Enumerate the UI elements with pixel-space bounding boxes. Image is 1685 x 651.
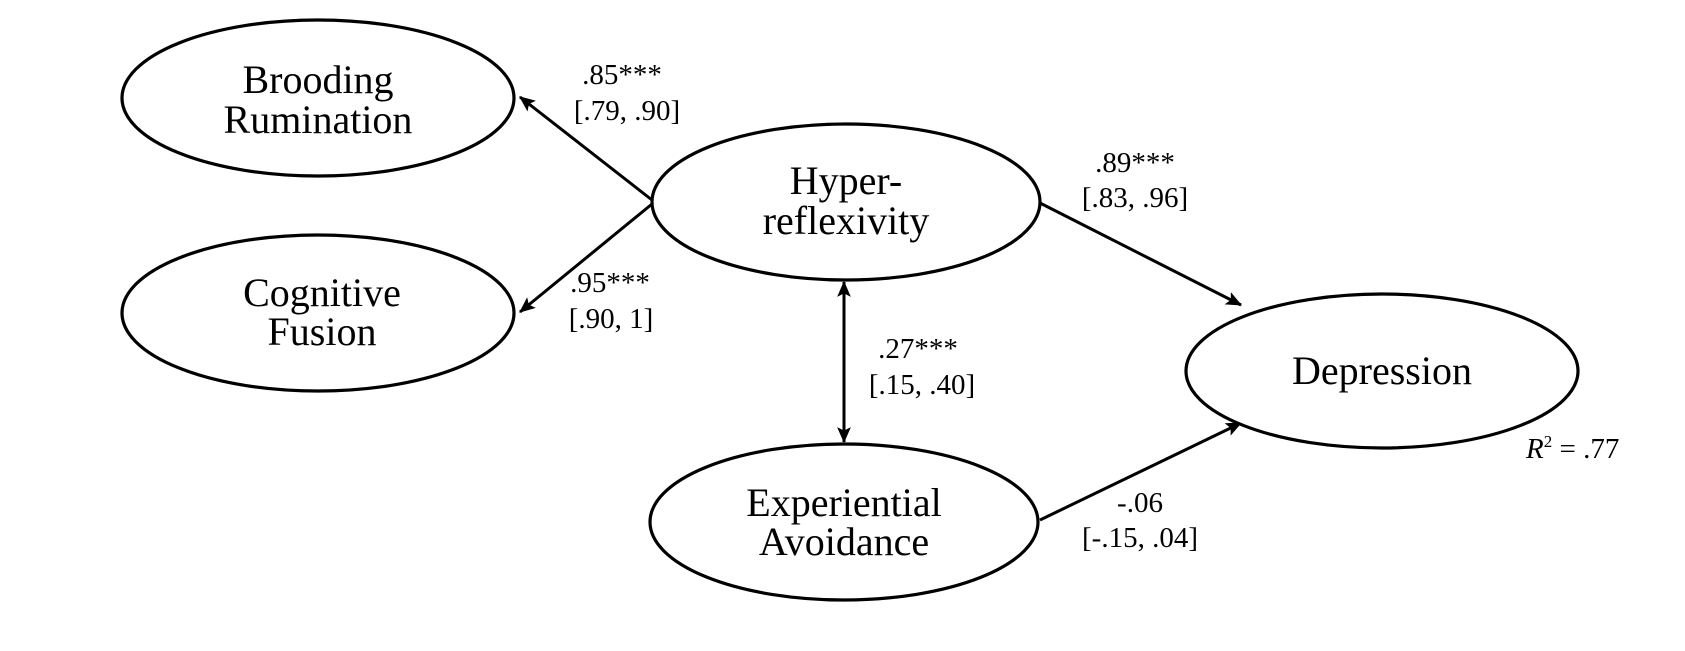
brooding-rumination-label-line1: Brooding	[242, 57, 393, 102]
r-squared-superscript: 2	[1544, 432, 1553, 451]
brooding-rumination-label-line2: Rumination	[224, 97, 413, 142]
coef-hyper-to-fusion-ci: [.90, 1]	[569, 303, 654, 335]
coef-hyper-to-depression: .89*** [.83, .96]	[1082, 147, 1188, 214]
arrow-avoidance-to-depression	[1039, 421, 1243, 522]
r-squared-label: R2 = .77	[1525, 432, 1619, 465]
coef-hyper-to-fusion-estimate: .95***	[570, 267, 650, 299]
depression-label: Depression	[1292, 348, 1472, 393]
cognitive-fusion-label-line1: Cognitive	[243, 270, 401, 315]
coef-avoidance-to-depression: -.06 [-.15, .04]	[1082, 487, 1198, 554]
arrow-hyper-to-fusion	[519, 202, 653, 314]
experiential-avoidance-label-line2: Avoidance	[759, 519, 929, 564]
arrow-hyper-to-brooding	[519, 95, 653, 202]
hyperreflexivity-ellipse	[650, 122, 1042, 282]
node-hyperreflexivity: Hyper- reflexivity	[650, 122, 1042, 282]
coef-hyper-to-brooding-estimate: .85***	[582, 59, 662, 91]
coef-hyper-to-brooding: .85*** [.79, .90]	[574, 59, 680, 127]
node-brooding-rumination: Brooding Rumination	[120, 18, 516, 178]
r-squared-symbol: R	[1525, 433, 1544, 465]
experiential-avoidance-label-line1: Experiential	[746, 480, 941, 525]
r-squared-value: = .77	[1552, 433, 1619, 465]
node-experiential-avoidance: Experiential Avoidance	[648, 442, 1040, 602]
coef-hyper-with-avoidance: .27*** [.15, .40]	[869, 333, 975, 401]
experiential-avoidance-ellipse	[648, 442, 1040, 602]
hyperreflexivity-label-line1: Hyper-	[790, 158, 902, 203]
hyperreflexivity-label-line2: reflexivity	[763, 198, 930, 243]
node-cognitive-fusion: Cognitive Fusion	[120, 233, 516, 393]
coef-hyper-to-depression-ci: [.83, .96]	[1082, 182, 1188, 214]
cognitive-fusion-ellipse	[120, 233, 516, 393]
coef-hyper-to-brooding-ci: [.79, .90]	[574, 95, 680, 127]
coef-hyper-with-avoidance-estimate: .27***	[878, 333, 958, 365]
coef-hyper-to-fusion: .95*** [.90, 1]	[569, 267, 654, 335]
depression-ellipse	[1184, 292, 1580, 450]
coef-hyper-to-depression-estimate: .89***	[1095, 147, 1175, 179]
brooding-rumination-ellipse	[120, 18, 516, 178]
coef-avoidance-to-depression-estimate: -.06	[1117, 487, 1163, 519]
cognitive-fusion-label-line2: Fusion	[268, 309, 377, 354]
node-depression: Depression	[1184, 292, 1580, 450]
coef-hyper-with-avoidance-ci: [.15, .40]	[869, 369, 975, 401]
arrow-hyper-to-depression	[1039, 201, 1243, 307]
coef-avoidance-to-depression-ci: [-.15, .04]	[1082, 522, 1198, 554]
